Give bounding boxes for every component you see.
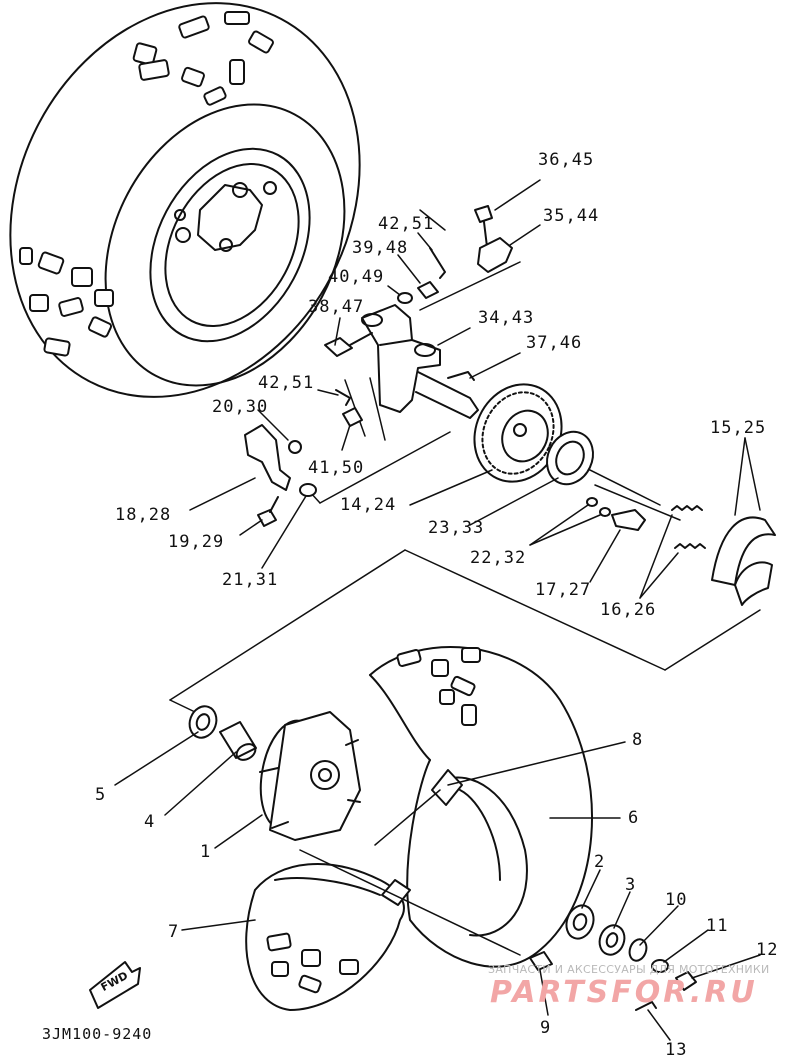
label-21-31: 21,31 [222, 570, 279, 590]
label-34-43: 34,43 [478, 308, 535, 328]
nut-41-50 [342, 407, 363, 427]
washer-21-31 [299, 483, 317, 497]
tire-half-7-tread [266, 932, 359, 994]
cam-shaft-17-27 [599, 507, 646, 531]
label-41-50: 41,50 [308, 458, 365, 478]
label-2: 2 [594, 852, 606, 872]
brake-plate-14-24 [473, 383, 563, 483]
upper-hub-stud [175, 227, 191, 243]
upper-rim-inner [164, 163, 300, 327]
label-17-27: 17,27 [535, 580, 592, 600]
collar-4 [219, 721, 257, 761]
tire-half-7 [245, 863, 411, 1011]
label-23-33: 23,33 [428, 518, 485, 538]
tire-half-6-tread [396, 647, 481, 726]
label-37-46: 37,46 [526, 333, 583, 353]
bearing-3 [598, 924, 626, 956]
label-40-49: 40,49 [328, 267, 385, 287]
cotter-pin-13 [635, 1001, 657, 1011]
upper-hub-stud [174, 209, 186, 221]
hub-guide-lines [169, 549, 761, 713]
spring-16-26-upper [671, 505, 703, 511]
cotter-pin-42-51-lower [335, 389, 351, 406]
axle-guide-line [299, 849, 521, 956]
label-6: 6 [628, 808, 640, 828]
cotter-pin-37-46 [447, 371, 475, 381]
cotter-pin-42-51-upper [429, 247, 446, 279]
label-42-51-lower: 42,51 [258, 373, 315, 393]
label-9: 9 [540, 1018, 552, 1038]
brake-shoes-15-25 [711, 516, 776, 606]
joint-35-44 [477, 237, 513, 273]
upper-tire-sidewall [104, 103, 346, 387]
label-16-26: 16,26 [600, 600, 657, 620]
bearing-2 [565, 904, 595, 940]
collar-10 [628, 938, 648, 962]
label-35-44: 35,44 [543, 206, 600, 226]
label-10: 10 [665, 890, 688, 910]
upper-tread-pattern [19, 11, 274, 357]
washer-40-49 [397, 292, 413, 304]
watermark-logo: PARTSFOR.RU [490, 975, 758, 1010]
upper-hub-stud [232, 182, 248, 198]
wheel-hub-1 [259, 711, 361, 841]
label-38-47: 38,47 [308, 297, 365, 317]
label-4: 4 [144, 812, 156, 832]
label-42-51-upper: 42,51 [378, 214, 435, 234]
o-ring-22-32 [586, 497, 598, 507]
label-36-45: 36,45 [538, 150, 595, 170]
label-leader-lines [114, 179, 761, 1041]
oil-seal-23-33 [546, 430, 594, 486]
watermark-tagline: ЗАПЧАСТИ И АКСЕССУАРЫ ДЛЯ МОТОТЕХНИКИ [488, 963, 770, 976]
upper-rim-outer [149, 147, 311, 343]
upper-hub-stud [263, 181, 277, 195]
upper-hub-stud [219, 238, 233, 252]
bolt-19-29 [257, 496, 279, 527]
label-12: 12 [756, 940, 779, 960]
spring-16-26-lower [674, 543, 706, 549]
nut-12 [675, 971, 697, 991]
bolt-38-47 [324, 332, 373, 357]
valve-guide-line [374, 789, 441, 846]
washer-11 [651, 959, 669, 973]
label-7: 7 [168, 922, 180, 942]
nut-9 [529, 951, 553, 971]
oil-seal-5 [188, 705, 218, 739]
upper-tire-outer [9, 2, 361, 398]
label-39-48: 39,48 [352, 238, 409, 258]
label-14-24: 14,24 [340, 495, 397, 515]
label-11: 11 [706, 916, 729, 936]
label-1: 1 [200, 842, 212, 862]
label-15-25: 15,25 [710, 418, 767, 438]
fwd-arrow-icon [89, 961, 141, 1009]
diagram-code: 3JM100-9240 [42, 1025, 153, 1043]
tire-half-6 [369, 646, 593, 968]
brake-arm-18-28 [244, 424, 302, 491]
nut-39-48 [417, 281, 439, 299]
label-13: 13 [665, 1040, 688, 1058]
steering-knuckle [361, 304, 479, 419]
label-8: 8 [632, 730, 644, 750]
label-19-29: 19,29 [168, 532, 225, 552]
label-20-30: 20,30 [212, 397, 269, 417]
label-22-32: 22,32 [470, 548, 527, 568]
upper-tire-assembly [9, 2, 361, 398]
label-18-28: 18,28 [115, 505, 172, 525]
label-5: 5 [95, 785, 107, 805]
label-3: 3 [625, 875, 637, 895]
